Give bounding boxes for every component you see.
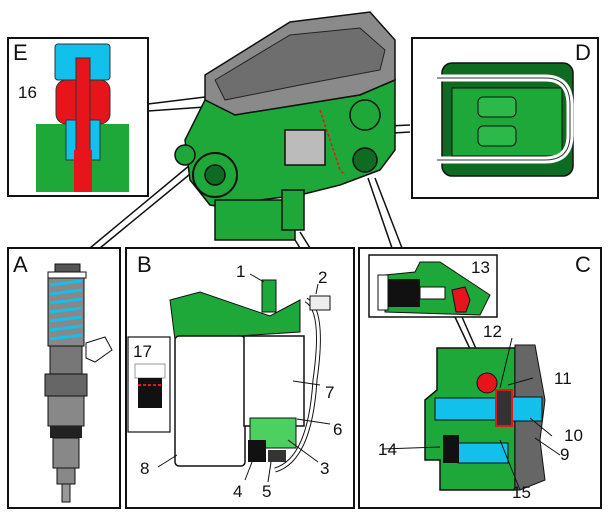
panel-d-letter: D	[575, 40, 591, 65]
callout-10: 10	[564, 426, 583, 445]
callout-9: 9	[560, 445, 569, 464]
callout-4: 4	[233, 482, 242, 501]
callout-12: 12	[483, 322, 502, 341]
callout-1: 1	[236, 262, 245, 281]
panel-d: D	[411, 37, 599, 199]
inset-17: 17	[127, 336, 171, 433]
callout-14: 14	[378, 440, 397, 459]
panel-a-letter: A	[13, 252, 28, 277]
callouts-b	[157, 273, 331, 483]
inset-13: 13	[368, 254, 498, 386]
callout-7: 7	[325, 383, 334, 402]
callout-3: 3	[320, 459, 329, 478]
callout-11: 11	[554, 369, 572, 388]
panel-b: B 17 1 2 3 4 5 6	[125, 247, 355, 509]
panel-b-letter: B	[137, 252, 152, 277]
callout-17: 17	[133, 342, 152, 361]
callout-16: 16	[18, 83, 37, 102]
callouts-c	[381, 337, 561, 491]
callout-2: 2	[318, 268, 327, 287]
engine-illustration	[174, 11, 396, 241]
panel-c-letter: C	[575, 252, 591, 277]
callout-15: 15	[512, 483, 531, 502]
callout-6: 6	[333, 420, 342, 439]
leader-lines	[89, 96, 411, 249]
panel-a: A	[7, 247, 121, 509]
panel-e-letter: E	[13, 40, 28, 65]
callout-13: 13	[471, 258, 490, 277]
panel-e: E 16	[7, 37, 149, 197]
callout-5: 5	[262, 482, 271, 501]
callout-8: 8	[140, 459, 149, 478]
panel-c: C 13 12 11 10 9	[358, 247, 602, 509]
